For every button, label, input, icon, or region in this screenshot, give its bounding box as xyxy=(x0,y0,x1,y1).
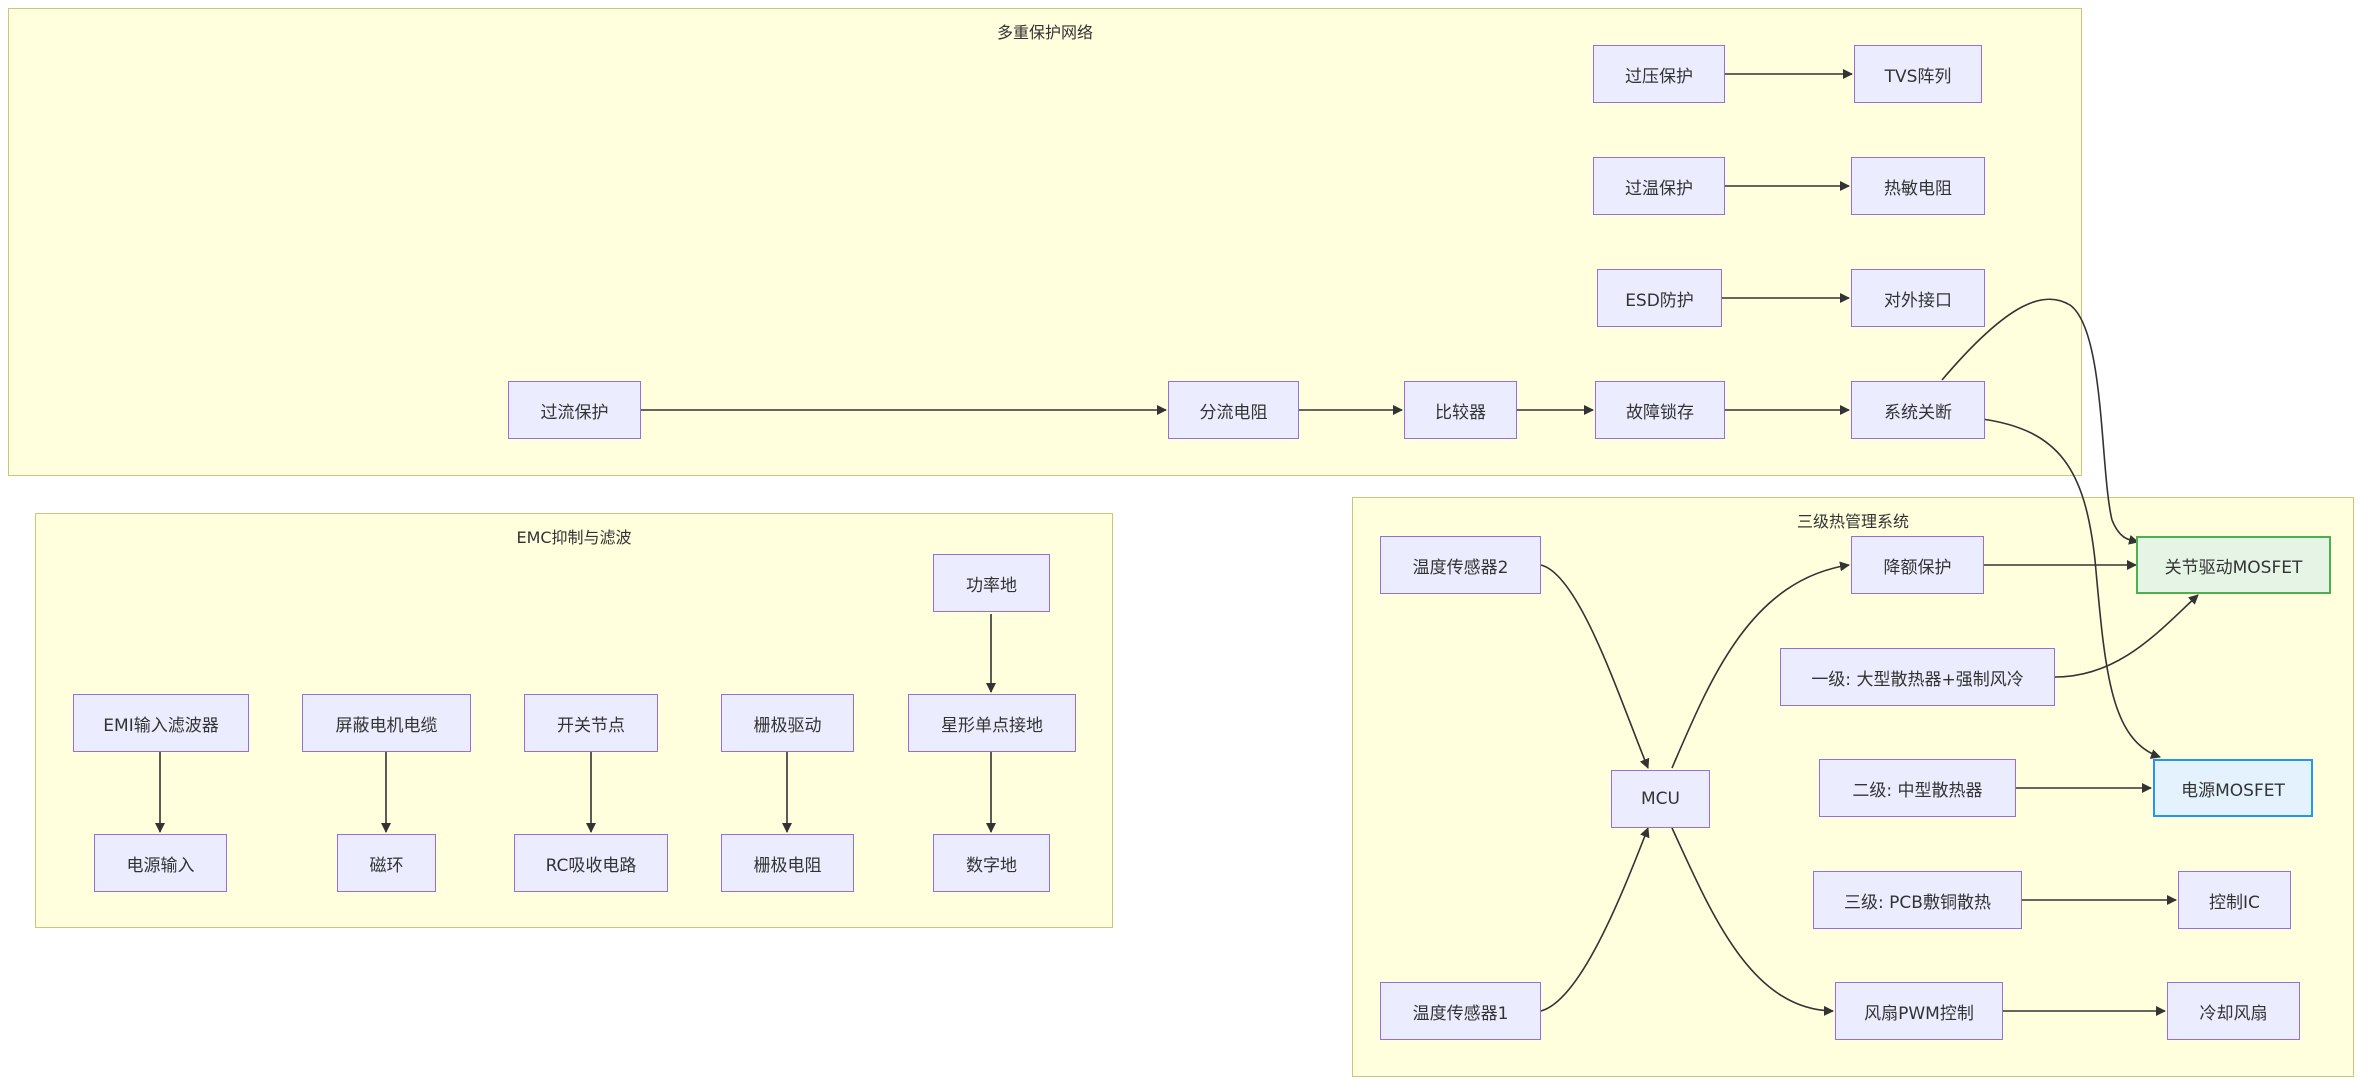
node-cooling-fan: 冷却风扇 xyxy=(2167,982,2300,1040)
node-switch-node: 开关节点 xyxy=(524,694,658,752)
node-digital-ground: 数字地 xyxy=(933,834,1050,892)
node-level3-pcb-copper: 三级: PCB敷铜散热 xyxy=(1813,871,2022,929)
node-thermistor: 热敏电阻 xyxy=(1851,157,1985,215)
node-esd-protection: ESD防护 xyxy=(1597,269,1722,327)
edge xyxy=(1671,827,1834,1016)
node-shielded-motor-cable: 屏蔽电机电缆 xyxy=(302,694,471,752)
node-emi-input-filter: EMI输入滤波器 xyxy=(73,694,249,752)
edge xyxy=(1941,298,2139,545)
node-gate-drive: 栅极驱动 xyxy=(721,694,854,752)
node-level2-heatsink: 二级: 中型散热器 xyxy=(1819,759,2016,817)
node-system-shutdown: 系统关断 xyxy=(1851,381,1985,439)
node-derating-protection: 降额保护 xyxy=(1851,536,1984,594)
node-rc-snubber: RC吸收电路 xyxy=(514,834,668,892)
edge xyxy=(2054,594,2199,678)
node-power-ground: 功率地 xyxy=(933,554,1050,612)
node-joint-drive-mosfet: 关节驱动MOSFET xyxy=(2136,536,2331,594)
edge xyxy=(1981,418,2161,759)
cluster-title: 多重保护网络 xyxy=(996,23,1093,42)
node-fault-latch: 故障锁存 xyxy=(1595,381,1725,439)
node-external-interface: 对外接口 xyxy=(1851,269,1985,327)
node-ferrite-ring: 磁环 xyxy=(337,834,436,892)
node-tvs-array: TVS阵列 xyxy=(1854,45,1982,103)
node-overtemp-protection: 过温保护 xyxy=(1593,157,1725,215)
node-mcu: MCU xyxy=(1611,770,1710,828)
edge xyxy=(1671,561,1850,769)
edge xyxy=(1540,827,1650,1012)
node-shunt-resistor: 分流电阻 xyxy=(1168,381,1299,439)
node-level1-heatsink: 一级: 大型散热器+强制风冷 xyxy=(1780,648,2055,706)
node-temp-sensor-1: 温度传感器1 xyxy=(1380,982,1541,1040)
node-control-ic: 控制IC xyxy=(2178,871,2291,929)
cluster-title: 三级热管理系统 xyxy=(1796,512,1909,531)
node-comparator: 比较器 xyxy=(1404,381,1517,439)
node-fan-pwm-control: 风扇PWM控制 xyxy=(1835,982,2003,1040)
node-overvoltage-protection: 过压保护 xyxy=(1593,45,1725,103)
node-gate-resistor: 栅极电阻 xyxy=(721,834,854,892)
node-star-ground: 星形单点接地 xyxy=(908,694,1076,752)
node-temp-sensor-2: 温度传感器2 xyxy=(1380,536,1541,594)
cluster-title: EMC抑制与滤波 xyxy=(516,528,632,547)
node-overcurrent-protection: 过流保护 xyxy=(508,381,641,439)
edge xyxy=(1540,564,1650,769)
node-power-mosfet: 电源MOSFET xyxy=(2153,759,2313,817)
cluster-protection-network: 多重保护网络 xyxy=(8,8,2082,476)
node-power-input: 电源输入 xyxy=(94,834,227,892)
